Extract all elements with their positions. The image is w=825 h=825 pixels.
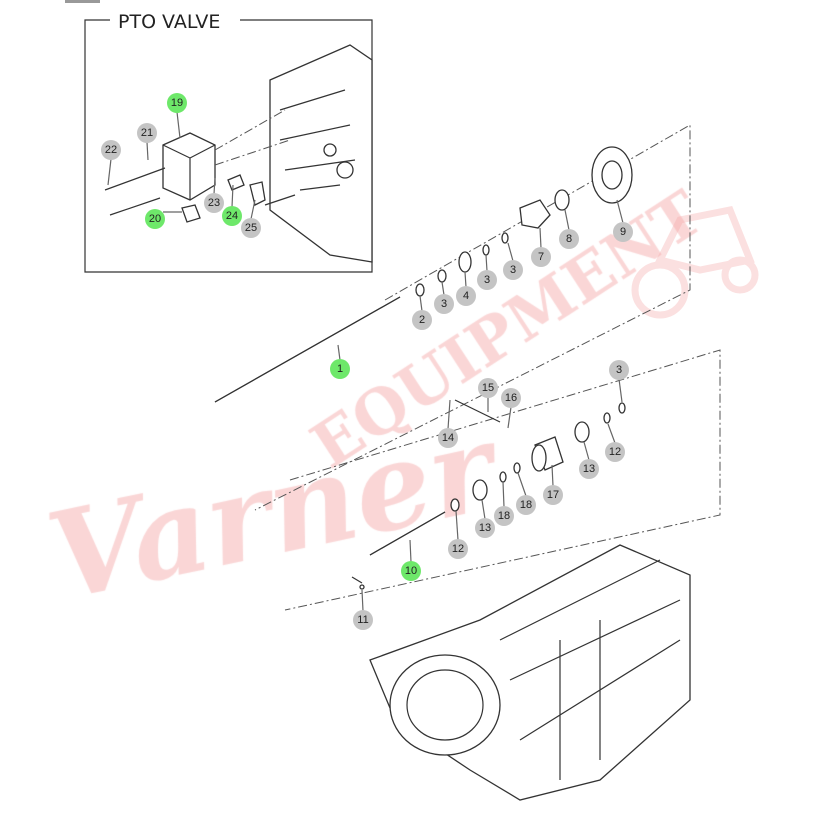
callout-circle [145,209,165,229]
callout-2[interactable]: 2 [412,310,432,330]
callout-circle [501,388,521,408]
callout-label: 19 [171,97,183,109]
callout-label: 8 [566,233,572,245]
callout-13[interactable]: 13 [475,518,495,538]
callout-label: 14 [442,432,454,444]
callout-3[interactable]: 3 [609,360,629,380]
corner-tab [65,0,100,3]
transmission-housing [369,544,691,801]
callout-circle [478,378,498,398]
callout-label: 9 [620,226,626,238]
callout-circle [477,270,497,290]
callout-circle [137,123,157,143]
callout-label: 7 [538,251,544,263]
pto-valve-inset: PTO VALVE [84,11,373,273]
callout-circle [434,294,454,314]
callout-label: 1 [337,363,343,375]
callout-circle [401,561,421,581]
callout-18[interactable]: 18 [516,495,536,515]
callout-circle [516,495,536,515]
callout-circle [330,359,350,379]
callout-label: 3 [441,298,447,310]
callout-1[interactable]: 1 [330,359,350,379]
callout-circle [609,360,629,380]
callout-label: 4 [463,290,469,302]
callout-label: 23 [208,197,220,209]
callout-label: 3 [484,274,490,286]
callout-22[interactable]: 22 [101,140,121,160]
callout-21[interactable]: 21 [137,123,157,143]
callout-4[interactable]: 4 [456,286,476,306]
callout-circle [438,428,458,448]
callout-label: 10 [405,565,417,577]
callout-9[interactable]: 9 [613,222,633,242]
callout-17[interactable]: 17 [543,485,563,505]
callout-label: 3 [616,364,622,376]
callout-10[interactable]: 10 [401,561,421,581]
callout-23[interactable]: 23 [204,193,224,213]
callout-12[interactable]: 12 [605,442,625,462]
callout-circle [101,140,121,160]
callout-label: 15 [482,382,494,394]
callout-13[interactable]: 13 [579,459,599,479]
callout-label: 20 [149,213,161,225]
callout-label: 3 [510,264,516,276]
callout-circle [241,218,261,238]
callout-18[interactable]: 18 [494,506,514,526]
callout-14[interactable]: 14 [438,428,458,448]
callout-20[interactable]: 20 [145,209,165,229]
callout-label: 21 [141,127,153,139]
watermark-tractor-icon [631,205,759,319]
callout-circle [456,286,476,306]
callout-label: 16 [505,392,517,404]
callout-16[interactable]: 16 [501,388,521,408]
callout-circle [531,247,551,267]
callout-label: 25 [245,222,257,234]
callout-circle [448,539,468,559]
callout-label: 2 [419,314,425,326]
callout-circle [494,506,514,526]
callout-3[interactable]: 3 [434,294,454,314]
callout-circle [412,310,432,330]
callout-label: 12 [452,543,464,555]
callout-12[interactable]: 12 [448,539,468,559]
callout-circle [613,222,633,242]
callout-label: 13 [479,522,491,534]
callout-circle [167,93,187,113]
callout-circle [559,229,579,249]
callout-leaders [107,111,624,612]
callout-3[interactable]: 3 [477,270,497,290]
callout-25[interactable]: 25 [241,218,261,238]
inset-title: PTO VALVE [118,11,220,33]
callout-7[interactable]: 7 [531,247,551,267]
callout-label: 18 [520,499,532,511]
callout-circle [222,206,242,226]
callout-label: 18 [498,510,510,522]
callout-label: 24 [226,210,238,222]
callout-24[interactable]: 24 [222,206,242,226]
callout-label: 17 [547,489,559,501]
callout-circle [579,459,599,479]
callout-3[interactable]: 3 [503,260,523,280]
callout-circle [353,610,373,630]
callout-11[interactable]: 11 [353,610,373,630]
callout-15[interactable]: 15 [478,378,498,398]
callout-label: 22 [105,144,117,156]
callout-label: 13 [583,463,595,475]
callout-circle [475,518,495,538]
lower-assembly [284,349,721,611]
callout-19[interactable]: 19 [167,93,187,113]
upper-assembly [214,124,691,511]
callout-label: 12 [609,446,621,458]
callout-circle [204,193,224,213]
callout-label: 11 [357,614,368,626]
callout-circle [503,260,523,280]
callout-8[interactable]: 8 [559,229,579,249]
callout-circle [605,442,625,462]
callout-circle [543,485,563,505]
